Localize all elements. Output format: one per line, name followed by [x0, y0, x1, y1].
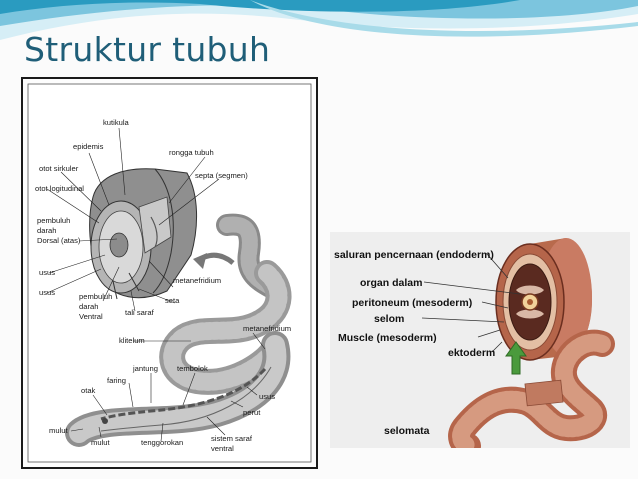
- label-epidermis: epidemis: [73, 142, 104, 151]
- label-saluran-pencernaan: saluran pencernaan (endoderm): [334, 249, 494, 261]
- cross-section: [89, 168, 198, 300]
- label-pembuluh-dorsal-2: darah: [37, 226, 56, 235]
- label-mulut-2: mulut: [91, 438, 110, 447]
- label-pembuluh-ventral-1: pembuluh: [79, 292, 112, 301]
- label-pembuluh-ventral-2: darah: [79, 302, 98, 311]
- label-septa: septa (segmen): [195, 171, 248, 180]
- label-pembuluh-dorsal-3: Dorsal (atas): [37, 236, 81, 245]
- label-rongga-tubuh: rongga tubuh: [169, 148, 214, 157]
- label-perut: perut: [243, 408, 261, 417]
- slide-title: Struktur tubuh: [24, 30, 271, 69]
- label-ektoderm: ektoderm: [448, 347, 495, 359]
- label-klitelum: klitelum: [119, 336, 145, 345]
- arrow-icon: [193, 253, 207, 269]
- label-otak: otak: [81, 386, 96, 395]
- label-metanefridium-2: metanefridium: [243, 324, 291, 333]
- label-usus-1: usus: [39, 268, 55, 277]
- label-usus-2: usus: [39, 288, 55, 297]
- label-seta: seta: [165, 296, 180, 305]
- label-sistem-saraf-2: ventral: [211, 444, 234, 453]
- label-tembolok: tembolok: [177, 364, 208, 373]
- label-tenggorokan: tenggorokan: [141, 438, 183, 447]
- label-selom: selom: [374, 313, 404, 325]
- leader-lines: [46, 127, 266, 442]
- label-pembuluh-dorsal-1: pembuluh: [37, 216, 70, 225]
- label-otot-longitudinal: otot logitudinal: [35, 184, 84, 193]
- coelomate-cross-section-diagram: saluran pencernaan (endoderm) organ dala…: [330, 232, 630, 448]
- arrow-up-icon: [505, 341, 527, 375]
- worm-body: [65, 213, 292, 447]
- label-selomata: selomata: [384, 425, 430, 437]
- label-peritoneum: peritoneum (mesoderm): [352, 297, 472, 309]
- label-kutikula: kutikula: [103, 118, 130, 127]
- label-sistem-saraf-1: sistem saraf: [211, 434, 253, 443]
- label-organ-dalam: organ dalam: [360, 277, 422, 289]
- label-usus-3: usus: [259, 392, 275, 401]
- clitellum-band: [524, 379, 564, 407]
- label-muscle: Muscle (mesoderm): [338, 332, 437, 344]
- body-cylinder: [495, 238, 592, 361]
- label-otot-sirkuler: otot sirkuler: [39, 164, 79, 173]
- label-pembuluh-ventral-3: Ventral: [79, 312, 103, 321]
- label-metanefridium-1: metanefridium: [173, 276, 221, 285]
- label-faring: faring: [107, 376, 126, 385]
- header-wave-decoration: [0, 0, 638, 40]
- earthworm-anatomy-diagram: kutikula epidemis rongga tubuh otot sirk…: [21, 77, 318, 469]
- label-tali-saraf: tali saraf: [125, 308, 155, 317]
- label-jantung: jantung: [132, 364, 158, 373]
- right-leader-lines: [421, 253, 521, 353]
- label-mulut-1: mulut: [49, 426, 68, 435]
